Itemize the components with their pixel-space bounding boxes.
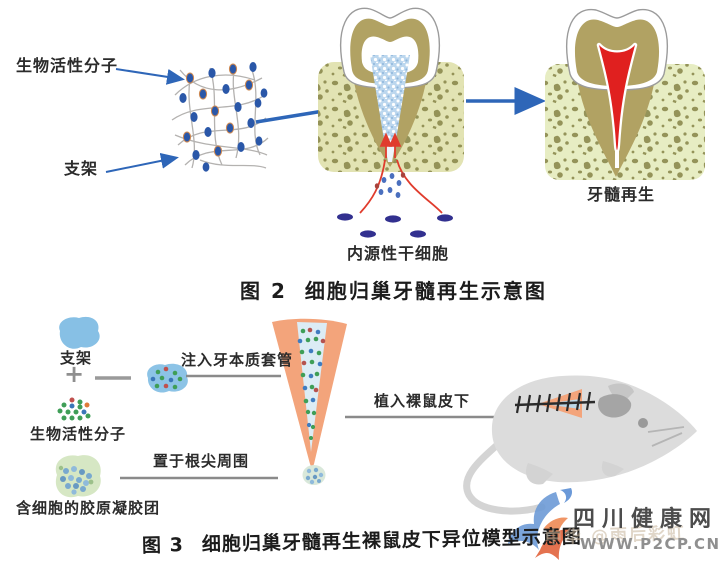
label-bioactive-molecules-fig3: 生物活性分子 <box>30 425 127 443</box>
migrating-cell-dots <box>374 172 406 198</box>
endogenous-stem-cell-dots <box>337 213 453 238</box>
figure2-caption: 图 2 细胞归巢牙髓再生示意图 <box>240 275 547 304</box>
nude-mouse-graphic <box>463 375 697 515</box>
label-scaffold-fig3: 支架 <box>60 349 93 367</box>
label-pulp-regeneration: 牙髓再生 <box>587 185 656 204</box>
figure2-caption-title: 细胞归巢牙髓再生示意图 <box>304 279 547 303</box>
collagen-gel-blob <box>55 455 101 498</box>
tooth-with-scaffold <box>318 7 464 238</box>
figure3-caption-number: 图 3 <box>141 534 185 557</box>
figure2-caption-number: 图 2 <box>240 279 287 303</box>
scaffold-mixture-blob <box>147 363 188 393</box>
plus-sign: + <box>64 360 85 388</box>
label-implant-nude-mouse: 植入裸鼠皮下 <box>374 392 471 410</box>
tooth-regenerated <box>545 8 705 180</box>
scaffold-blob <box>59 316 100 349</box>
label-endogenous-stem-cells: 内源性干细胞 <box>347 244 450 263</box>
watermark-site-url: WWW.P2CP.CN <box>580 535 720 553</box>
bioactive-molecule-dots <box>179 62 268 172</box>
label-place-around-apex: 置于根尖周围 <box>153 452 250 470</box>
dentin-sleeve-cone <box>272 318 347 485</box>
watermark-site-name: 四川健康网 <box>573 507 719 532</box>
bioactive-cluster <box>57 397 91 421</box>
label-inject-dentin-sleeve: 注入牙本质套管 <box>181 351 294 369</box>
label-bioactive-molecules: 生物活性分子 <box>16 56 119 75</box>
label-pointer-arrows <box>105 68 185 173</box>
watermark-phoenix-logo <box>508 488 573 560</box>
label-cell-collagen-gel: 含细胞的胶原凝胶团 <box>16 499 161 517</box>
label-scaffold: 支架 <box>64 159 99 178</box>
